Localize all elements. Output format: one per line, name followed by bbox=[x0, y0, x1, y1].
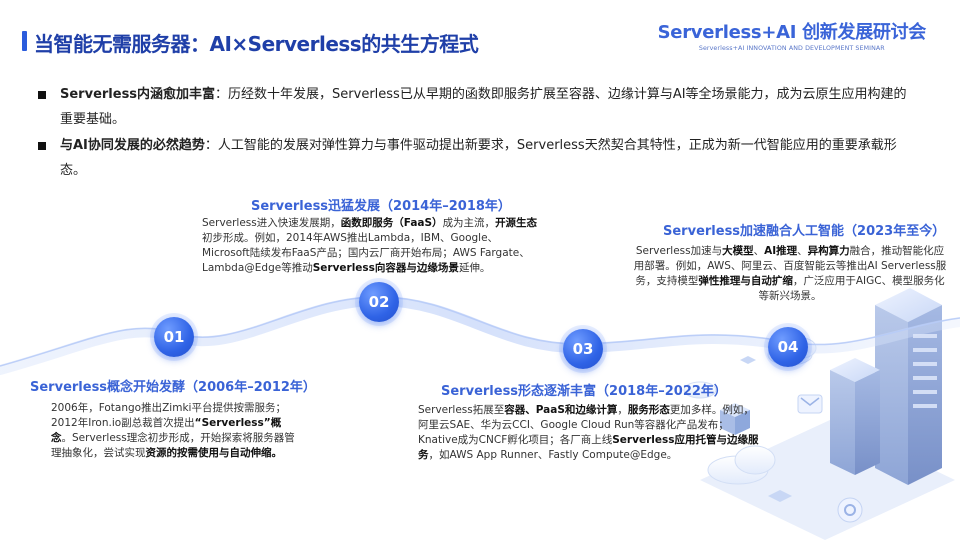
timeline-node: 01 bbox=[154, 317, 194, 357]
bullet-square-icon bbox=[38, 142, 46, 150]
bullet-text: ：人工智能的发展对弹性算力与事件驱动提出新要求，Serverless天然契合其特… bbox=[60, 138, 897, 178]
page-title: 当智能无需服务器：AI×Serverless的共生方程式 bbox=[34, 32, 479, 56]
brand-logo: Serverless+AI 创新发展研讨会 Serverless+AI INNO… bbox=[657, 18, 927, 52]
stage-text-bold: Serverless向容器与边缘场景 bbox=[312, 262, 459, 274]
stage-description: Serverless加速与大模型、AI推理、异构算力融合，推动智能化应用部署。例… bbox=[631, 244, 949, 304]
stage-title: Serverless形态逐渐丰富（2018年–2022年） bbox=[441, 384, 727, 399]
stage-text: 。Serverless理念初步形成，开始探索将服务器管理抽象化，尝试实现 bbox=[51, 432, 295, 459]
timeline-node: 04 bbox=[768, 327, 808, 367]
bullet-key: Serverless内涵愈加丰富 bbox=[60, 87, 216, 102]
stage-text: ，如AWS App Runner、Fastly Compute@Edge。 bbox=[428, 449, 678, 461]
stage-text: 延伸。 bbox=[458, 262, 491, 274]
stage-text-bold: 弹性推理与自动扩缩 bbox=[698, 275, 793, 287]
brand-sub-text: Serverless+AI INNOVATION AND DEVELOPMENT… bbox=[698, 45, 885, 52]
stage-description: Serverless进入快速发展期，函数即服务（FaaS）成为主流，开源生态初步… bbox=[202, 216, 540, 276]
stage-title: Serverless迅猛发展（2014年–2018年） bbox=[251, 199, 511, 214]
stage-text: 、 bbox=[753, 245, 765, 257]
stage-text-bold: 开源生态 bbox=[495, 217, 538, 229]
title-accent-bar bbox=[22, 31, 27, 51]
bullet-square-icon bbox=[38, 91, 46, 99]
brand-main-text: Serverless+AI 创新发展研讨会 bbox=[657, 22, 927, 43]
bullet-item: Serverless内涵愈加丰富：历经数十年发展，Serverless已从早期的… bbox=[38, 82, 918, 132]
stage-text-bold: AI推理 bbox=[764, 245, 798, 257]
stage-text: Serverless拓展至 bbox=[418, 404, 505, 416]
stage-text-bold: 异构算力 bbox=[807, 245, 850, 257]
stage-text-bold: 函数即服务（FaaS） bbox=[340, 217, 443, 229]
stage-title: Serverless加速融合人工智能（2023年至今） bbox=[663, 224, 946, 239]
stage-text-bold: “Serverless”概念 bbox=[51, 417, 282, 444]
bullet-key: 与AI协同发展的必然趋势 bbox=[60, 138, 205, 153]
timeline-node: 03 bbox=[563, 329, 603, 369]
stage-text: 、 bbox=[797, 245, 808, 257]
bullet-text: ：历经数十年发展，Serverless已从早期的函数即服务扩展至容器、边缘计算与… bbox=[60, 87, 907, 127]
stage-text-bold: 资源的按需使用与自动伸缩。 bbox=[145, 447, 283, 459]
stage-text: ， bbox=[617, 404, 628, 416]
stage-description: 2006年，Fotango推出Zimki平台提供按需服务；2012年Iron.i… bbox=[51, 401, 299, 461]
bullet-item: 与AI协同发展的必然趋势：人工智能的发展对弹性算力与事件驱动提出新要求，Serv… bbox=[38, 133, 918, 183]
stage-text-bold: 大模型 bbox=[722, 245, 754, 257]
stage-description: Serverless拓展至容器、PaaS和边缘计算，服务形态更加多样。例如，阿里… bbox=[418, 403, 764, 463]
timeline-node: 02 bbox=[359, 282, 399, 322]
stage-title: Serverless概念开始发酵（2006年–2012年） bbox=[30, 380, 316, 395]
stage-text: 成为主流， bbox=[442, 217, 496, 229]
stage-text-bold: Serverless应用托管与边缘服务 bbox=[418, 434, 759, 461]
stage-text: Serverless加速与 bbox=[635, 245, 723, 257]
stage-text: 融合，推动智能化应用部署。例如，AWS、阿里云、百度智能云等推出AI Serve… bbox=[633, 245, 947, 287]
stage-text: 初步形成。例如，2014年AWS推出Lambda，IBM、Google、Micr… bbox=[202, 232, 530, 274]
stage-text: 2006年，Fotango推出Zimki平台提供按需服务；2012年Iron.i… bbox=[51, 402, 286, 429]
stage-text: Serverless进入快速发展期， bbox=[202, 217, 341, 229]
stage-text: 更加多样。例如，阿里云SAE、华为云CCI、Google Cloud Run等容… bbox=[418, 404, 754, 446]
stage-text-bold: 服务形态 bbox=[627, 404, 670, 416]
stage-text: ，广泛应用于AIGC、模型服务化等新兴场景。 bbox=[758, 275, 945, 302]
stage-text-bold: 容器、PaaS和边缘计算 bbox=[504, 404, 618, 416]
